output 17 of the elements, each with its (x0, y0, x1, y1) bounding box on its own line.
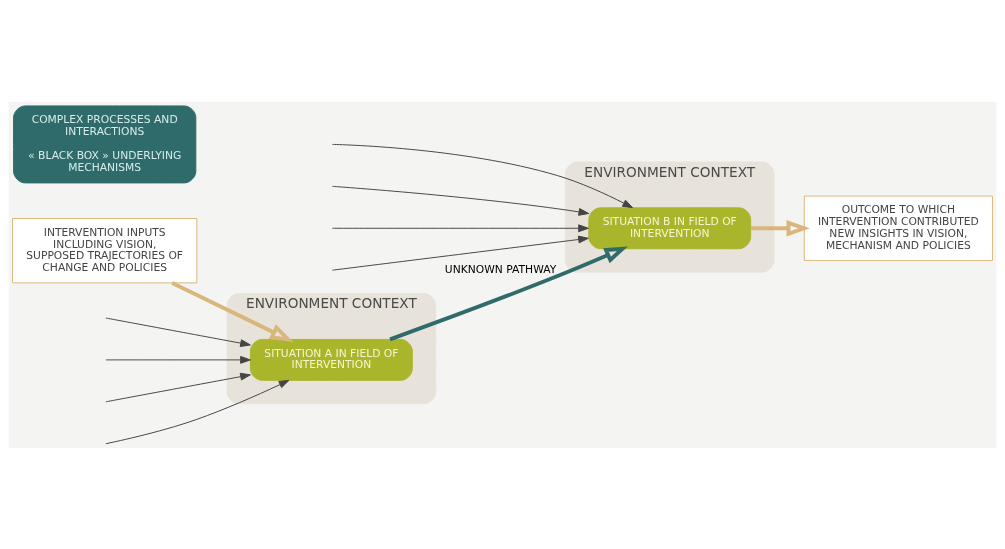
node-box: SITUATION B IN FIELD OF INTERVENTION (588, 206, 752, 249)
arrow (750, 219, 810, 236)
arrow (331, 185, 590, 216)
arrow (331, 223, 589, 232)
arrow (331, 235, 589, 271)
node-box: INTERVENTION INPUTS INCLUDING VISION, SUPPOSED TRAJECTORIES OF CHANGE AND POLICIES (12, 217, 198, 283)
node-box: SITUATION A IN FIELD OF INTERVENTION (249, 338, 413, 381)
arrow (105, 372, 251, 402)
arrow (105, 317, 251, 347)
arrow (105, 355, 251, 364)
arrow (105, 379, 290, 444)
arrow (171, 280, 294, 342)
node-box: OUTCOME TO WHICH INTERVENTION CONTRIBUTED NEW INSIGHTS IN VISION, MECHANISM AND POLICIES (803, 195, 993, 261)
edge-label: UNKNOWN PATHWAY (444, 262, 557, 276)
node-box: COMPLEX PROCESSES AND INTERACTIONS « BLACK BOX » UNDERLYING MECHANISMS (13, 104, 197, 183)
arrow (389, 245, 628, 341)
arrow (331, 143, 634, 208)
